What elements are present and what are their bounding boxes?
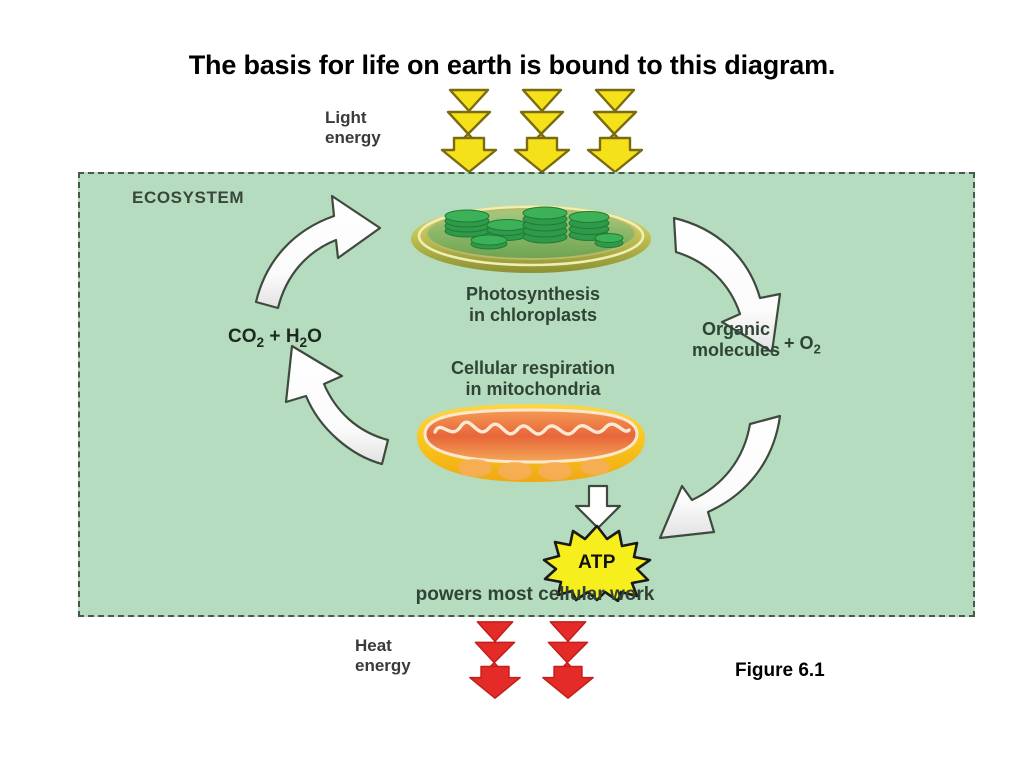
photosynthesis-label-line2: in chloroplasts bbox=[468, 305, 598, 325]
respiration-label: Cellular respiration in mitochondria bbox=[398, 358, 668, 400]
products-label-line1: Organic bbox=[702, 319, 771, 339]
heat-bolt-icon-1 bbox=[469, 621, 521, 699]
reactant-h-sub: 2 bbox=[299, 334, 308, 350]
ecosystem-box: ECOSYSTEM bbox=[78, 172, 975, 617]
atp-down-arrow-icon bbox=[574, 484, 622, 530]
photosynthesis-label-line1: Photosynthesis bbox=[465, 284, 601, 304]
heat-energy-label: Heat energy bbox=[355, 636, 461, 676]
reactant-o: O bbox=[307, 326, 322, 347]
products-label: Organic molecules + O2 bbox=[692, 319, 922, 361]
photosynthesis-label: Photosynthesis in chloroplasts bbox=[398, 284, 668, 326]
light-energy-label: Light energy bbox=[325, 108, 433, 148]
reactant-co-sub: 2 bbox=[256, 334, 265, 350]
light-bolt-icon-2 bbox=[513, 88, 571, 174]
mitochondrion-icon bbox=[417, 404, 645, 482]
chloroplast-icon bbox=[411, 205, 651, 273]
light-energy-label-line1: Light bbox=[325, 108, 367, 127]
heat-energy-label-line1: Heat bbox=[355, 636, 392, 655]
light-bolt-icon-1 bbox=[440, 88, 498, 174]
cycle-arrow-bottom-right bbox=[658, 414, 782, 540]
heat-energy-label-line2: energy bbox=[355, 656, 411, 675]
respiration-label-line1: Cellular respiration bbox=[450, 358, 616, 378]
cycle-arrow-bottom-left bbox=[284, 344, 390, 466]
page-title: The basis for life on earth is bound to … bbox=[188, 50, 836, 80]
products-o2: + O2 bbox=[780, 321, 821, 360]
light-bolt-icon-3 bbox=[586, 88, 644, 174]
light-energy-group: Light energy bbox=[325, 88, 645, 174]
figure-caption: Figure 6.1 bbox=[735, 660, 825, 681]
heat-bolt-icon-2 bbox=[542, 621, 594, 699]
atp-star-icon bbox=[542, 524, 652, 602]
cellular-work-caption: powers most cellular work bbox=[415, 584, 655, 605]
ecosystem-label: ECOSYSTEM bbox=[132, 188, 245, 207]
reactant-plus: + bbox=[264, 326, 286, 347]
reactant-co: CO bbox=[228, 326, 257, 347]
products-o2-text: + O bbox=[784, 332, 814, 353]
cycle-arrow-top-left bbox=[254, 194, 382, 310]
heat-energy-group: Heat energy bbox=[355, 620, 615, 700]
products-o2-sub: 2 bbox=[813, 341, 821, 357]
products-label-line2: molecules bbox=[692, 340, 781, 360]
reactants-label: CO2 + H2O bbox=[185, 326, 365, 353]
products-lines: Organic molecules bbox=[692, 319, 780, 361]
light-energy-label-line2: energy bbox=[325, 128, 381, 147]
reactant-h: H bbox=[285, 326, 300, 347]
atp-label: ATP bbox=[578, 552, 616, 573]
respiration-label-line2: in mitochondria bbox=[465, 379, 601, 399]
